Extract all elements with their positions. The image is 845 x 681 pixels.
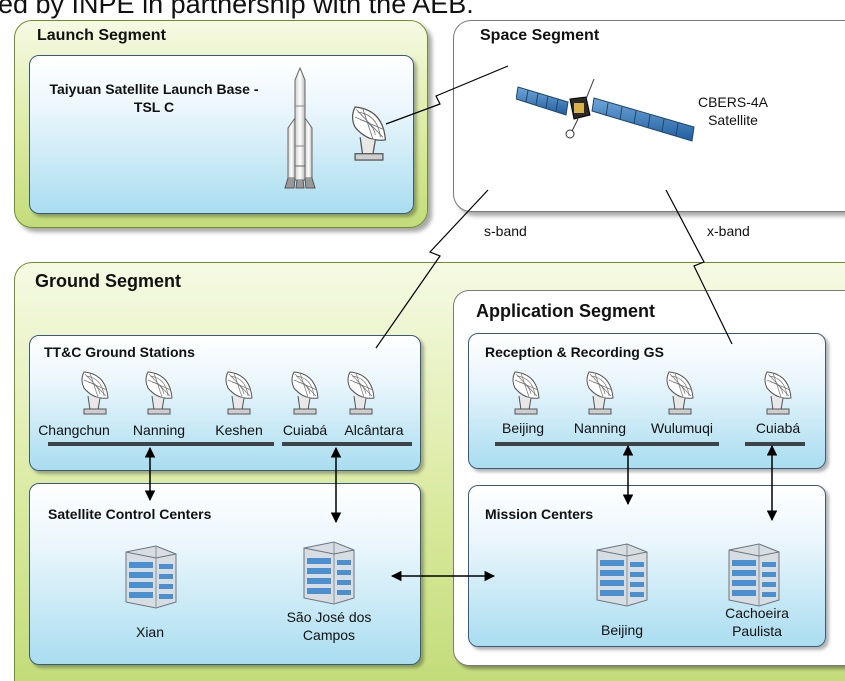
reception-station-label: Wulumuqi — [651, 420, 713, 436]
satellite-label: CBERS-4A Satellite — [697, 94, 769, 128]
station-label: Alcântara — [344, 422, 404, 438]
mission-centers-panel: Mission Centers Beijing Cachoeira Paulis… — [468, 485, 826, 647]
mission-center-label: Beijing — [600, 622, 644, 638]
rocket-icon — [284, 66, 316, 189]
reception-station-label: Nanning — [573, 420, 627, 436]
satellite-icon — [516, 78, 695, 142]
control-centers-title: Satellite Control Centers — [48, 506, 212, 522]
space-segment-title: Space Segment — [480, 27, 600, 44]
s-band-link — [375, 189, 489, 349]
mission-centers-title: Mission Centers — [485, 506, 594, 522]
application-segment-title: Application Segment — [476, 301, 656, 321]
x-band-link — [665, 189, 733, 345]
station-label: Nanning — [132, 422, 186, 438]
reception-brazil-bar — [745, 442, 805, 446]
launch-uplink-link — [385, 65, 509, 125]
application-segment: Application Segment Reception & Recordin… — [453, 290, 845, 666]
reception-station-label: Beijing — [501, 420, 545, 436]
mission-center-label: Cachoeira Paulista — [725, 605, 789, 639]
reception-title: Reception & Recording GS — [485, 344, 664, 360]
station-label: Cuiabá — [282, 422, 328, 438]
ttc-title: TT&C Ground Stations — [44, 344, 195, 360]
launch-segment-title: Launch Segment — [37, 27, 166, 44]
station-label: Keshen — [215, 422, 263, 438]
launch-segment: Launch Segment Taiyuan Satellite Launch … — [14, 20, 428, 228]
reception-china-bar — [495, 442, 719, 446]
ground-segment-title: Ground Segment — [35, 271, 182, 291]
reception-station-label: Cuiabá — [755, 420, 801, 436]
station-label: Changchun — [38, 422, 110, 438]
launch-base-title: Taiyuan Satellite Launch Base - TSL C — [49, 81, 259, 115]
s-band-label: s-band — [484, 223, 527, 239]
space-segment: Space Segment CBERS-4A Satellite — [453, 20, 845, 212]
figure-caption: ed by INPE in partnership with the AEB. — [0, 0, 474, 19]
reception-recording-panel: Reception & Recording GS Beijing Nanning… — [468, 333, 826, 469]
launch-base-panel: Taiyuan Satellite Launch Base - TSL C — [29, 55, 414, 214]
ttc-ground-stations-panel: TT&C Ground Stations Changchun Nanning K… — [29, 335, 421, 471]
ttc-brazil-bar — [282, 442, 412, 446]
x-band-label: x-band — [707, 223, 750, 239]
control-center-label: Xian — [135, 624, 165, 640]
satellite-control-centers-panel: Satellite Control Centers Xian São José … — [29, 483, 421, 665]
ttc-china-bar — [48, 442, 274, 446]
control-center-label: São José dos Campos — [286, 609, 372, 643]
